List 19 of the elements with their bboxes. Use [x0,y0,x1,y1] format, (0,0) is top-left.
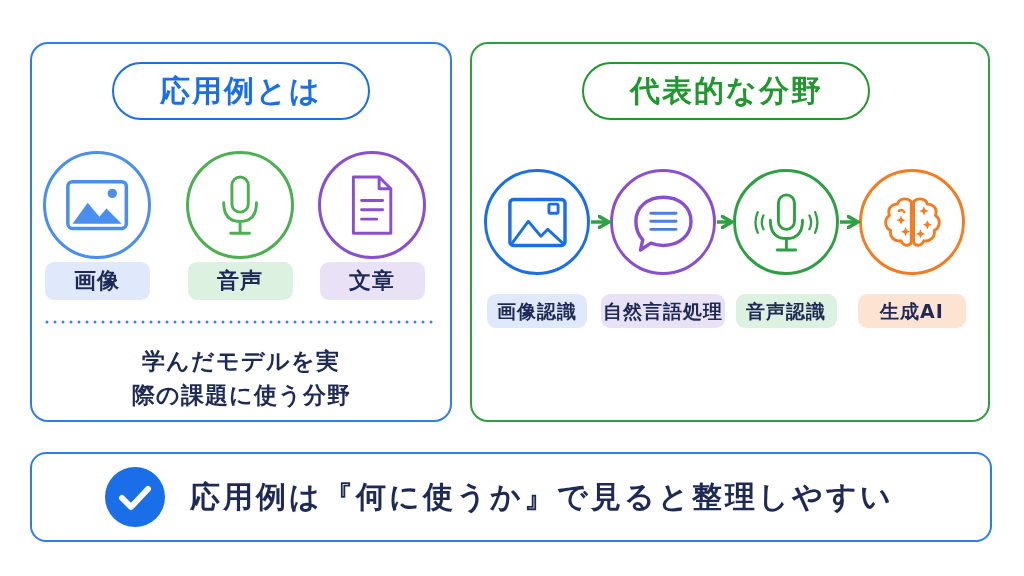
description-text: 学んだモデルを実際の課題に使う分野 [130,347,352,410]
arrow [717,214,734,230]
arrow [840,214,860,230]
summary-text: 応用例は『何に使うか』で見ると整理しやすい [190,478,894,516]
heading-pill [112,62,370,120]
category-label: 生成AI [858,294,966,328]
heading-text: 応用例とは [159,72,323,110]
panel-card [470,42,990,422]
category-label: 画像 [44,262,150,300]
category-label: 文章 [319,262,425,300]
heading-pill [582,62,870,120]
category-label: 画像認識 [487,294,587,328]
category-label: 音声認識 [735,294,837,328]
heading-text: 代表的な分野 [628,72,824,110]
summary-banner [30,452,992,542]
category-label: 自然言語処理 [601,294,725,328]
category-label: 音声 [187,262,293,300]
arrow [591,214,611,230]
panel-card [30,42,452,422]
